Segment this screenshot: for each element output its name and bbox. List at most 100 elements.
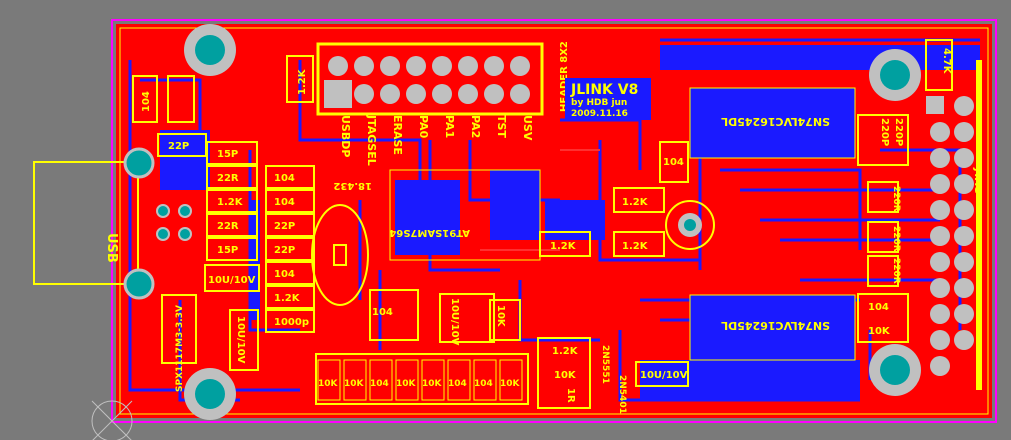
component-outline [206,165,258,189]
component-label: 1.2K [274,293,301,304]
component-outline [206,213,258,237]
component-outline [395,359,419,401]
component-label: 10K [500,379,521,389]
regulator-label: SPX1117M3-3.3V [175,305,185,392]
usb-pins [156,204,192,241]
jtag-pin [954,174,974,194]
header-pins [328,56,530,104]
component-outline [265,261,315,285]
mcu-outline [389,169,541,261]
component-label: 1.2K [217,197,244,208]
jtag-pin [930,200,950,220]
component-label: 10K [422,379,443,389]
component-label: 104 [370,379,389,389]
header-pin-label: PA1 [443,115,456,138]
usb-label: USB [104,233,119,263]
header-pin [354,56,374,76]
svg-text:1.2K: 1.2K [622,197,649,208]
jtag-pin [930,174,950,194]
header-pin-label: USV [521,115,534,141]
component-outline [265,189,315,213]
component-outline [206,189,258,213]
jtag-pin [954,96,974,116]
jtag-pin [930,330,950,350]
mount-holes [184,24,921,420]
component-label: 10K [318,379,339,389]
header-pin [458,84,478,104]
jtag-pin [930,356,950,376]
header-pin [432,56,452,76]
buffer-ic-bottom [689,294,856,361]
regulator-outline [161,294,197,364]
buffer-ic-bottom-label: SN74LVC16245DL [721,319,830,332]
component-label: 22R [217,221,239,232]
svg-text:104: 104 [141,91,152,112]
jtag-pin [954,226,974,246]
jtag-silk-bar [976,60,982,390]
component-outline [206,237,258,261]
jtag-pins [930,96,974,376]
svg-text:10U/10V: 10U/10V [235,316,246,364]
jtag-pin [954,330,974,350]
top-traces [480,149,600,251]
usb-connector-outline [33,161,139,285]
jtag-pin [954,148,974,168]
component-outline [265,213,315,237]
jtag-pin [930,226,950,246]
svg-text:10K: 10K [868,326,891,337]
svg-text:2N5401: 2N5401 [617,375,627,414]
origin-marker [91,400,133,440]
jtag-pin [954,200,974,220]
svg-text:10K: 10K [495,305,506,328]
component-outline [265,309,315,333]
svg-text:10U/10V: 10U/10V [208,275,256,286]
svg-text:10K: 10K [554,370,577,381]
title-line-1: JLINK V8 [570,82,638,98]
header-pin [432,84,452,104]
header-pin [380,56,400,76]
jtag-pin [930,148,950,168]
svg-text:1.2K: 1.2K [552,346,579,357]
title-line-2: by HDB jun [571,98,627,108]
header-name: HEADER 8X2 [559,41,570,112]
svg-text:1.2K: 1.2K [622,241,649,252]
usb-shield-pad [123,268,155,300]
component-label: 104 [448,379,467,389]
jtag-pin [954,278,974,298]
component-outline [473,359,497,401]
header-pin [406,56,426,76]
header-pin [510,84,530,104]
component-outline [265,165,315,189]
component-label: 104 [274,197,295,208]
jtag-pin [930,122,950,142]
header-pin [380,84,400,104]
svg-text:4.7K: 4.7K [941,48,952,75]
jtag-pin [954,122,974,142]
jtag-pin [954,252,974,272]
svg-text:104: 104 [868,302,889,313]
title-block [565,78,651,120]
component-outline [369,359,393,401]
crystal-body [333,244,347,266]
silk-border [119,27,989,415]
component-label: 15P [217,245,238,256]
header-pin [484,56,504,76]
component-label: 22P [274,245,295,256]
board-outline [111,19,997,423]
jtag-pin [930,252,950,272]
header-pin [328,56,348,76]
component-label: 1000p [274,317,309,328]
svg-text:1R: 1R [565,388,576,403]
header-8x2-outline [316,42,544,116]
svg-text:2N5551: 2N5551 [600,345,610,384]
header-pin1 [324,80,352,108]
crystal-label: 18.432 [333,180,372,191]
component-outline [499,359,523,401]
header-pin [458,56,478,76]
component-outline [206,141,258,165]
